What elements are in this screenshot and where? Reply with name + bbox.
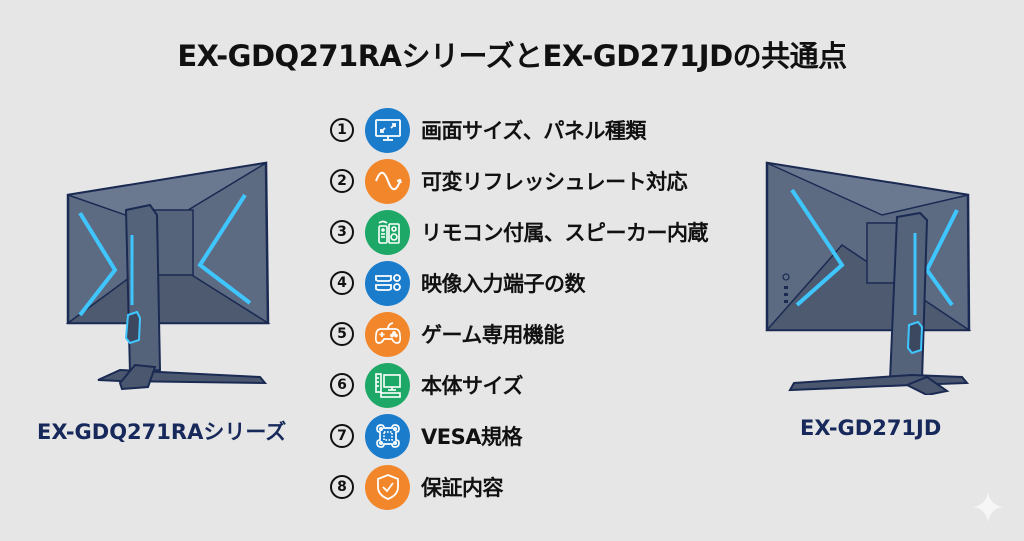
right-model-label: EX-GD271JD — [800, 416, 942, 440]
list-item: 1 画面サイズ、パネル種類 — [327, 107, 747, 153]
item-number: 4 — [330, 271, 354, 295]
item-label: 保証内容 — [421, 476, 504, 500]
list-item: 2 可変リフレッシュレート対応 — [327, 158, 747, 204]
desktop-ruler-icon — [374, 373, 401, 398]
icon-badge — [365, 158, 410, 204]
left-monitor-illustration — [65, 161, 271, 390]
item-label: 画面サイズ、パネル種類 — [421, 119, 646, 143]
vesa-mount-icon — [375, 424, 400, 448]
item-number: 8 — [330, 475, 354, 499]
icon-badge — [365, 107, 410, 153]
sparkle-watermark-icon — [973, 492, 1003, 522]
item-number: 2 — [330, 169, 354, 193]
icon-badge — [365, 260, 410, 306]
right-monitor-illustration — [765, 161, 972, 395]
item-number: 6 — [330, 373, 354, 397]
item-label: リモコン付属、スピーカー内蔵 — [421, 221, 709, 245]
icon-badge — [365, 362, 410, 408]
item-number: 7 — [330, 424, 354, 448]
item-label: 可変リフレッシュレート対応 — [421, 170, 688, 194]
item-label: ゲーム専用機能 — [421, 323, 564, 347]
left-model-label: EX-GDQ271RAシリーズ — [37, 420, 287, 444]
list-item: 3 リモコン付属、スピーカー内蔵 — [327, 209, 747, 255]
ports-icon — [374, 274, 401, 291]
item-number: 5 — [330, 322, 354, 346]
item-label: 映像入力端子の数 — [421, 272, 586, 296]
item-number: 1 — [330, 118, 354, 142]
page-title: EX-GDQ271RAシリーズとEX-GD271JDの共通点 — [177, 39, 847, 73]
remote-speaker-icon — [377, 220, 400, 244]
item-label: 本体サイズ — [421, 374, 523, 398]
shield-check-icon — [376, 474, 399, 500]
list-item: 5 ゲーム専用機能 — [327, 311, 747, 357]
sine-wave-icon — [374, 171, 402, 191]
icon-badge — [365, 311, 410, 357]
icon-badge — [365, 209, 410, 255]
monitor-resize-icon — [374, 119, 401, 141]
item-label: VESA規格 — [421, 425, 522, 449]
icon-badge — [365, 464, 410, 510]
list-item: 8 保証内容 — [327, 464, 747, 510]
list-item: 4 映像入力端子の数 — [327, 260, 747, 306]
item-number: 3 — [330, 220, 354, 244]
list-item: 6 本体サイズ — [327, 362, 747, 408]
gamepad-icon — [374, 322, 401, 344]
list-item: 7 VESA規格 — [327, 413, 747, 459]
icon-badge — [365, 413, 410, 459]
